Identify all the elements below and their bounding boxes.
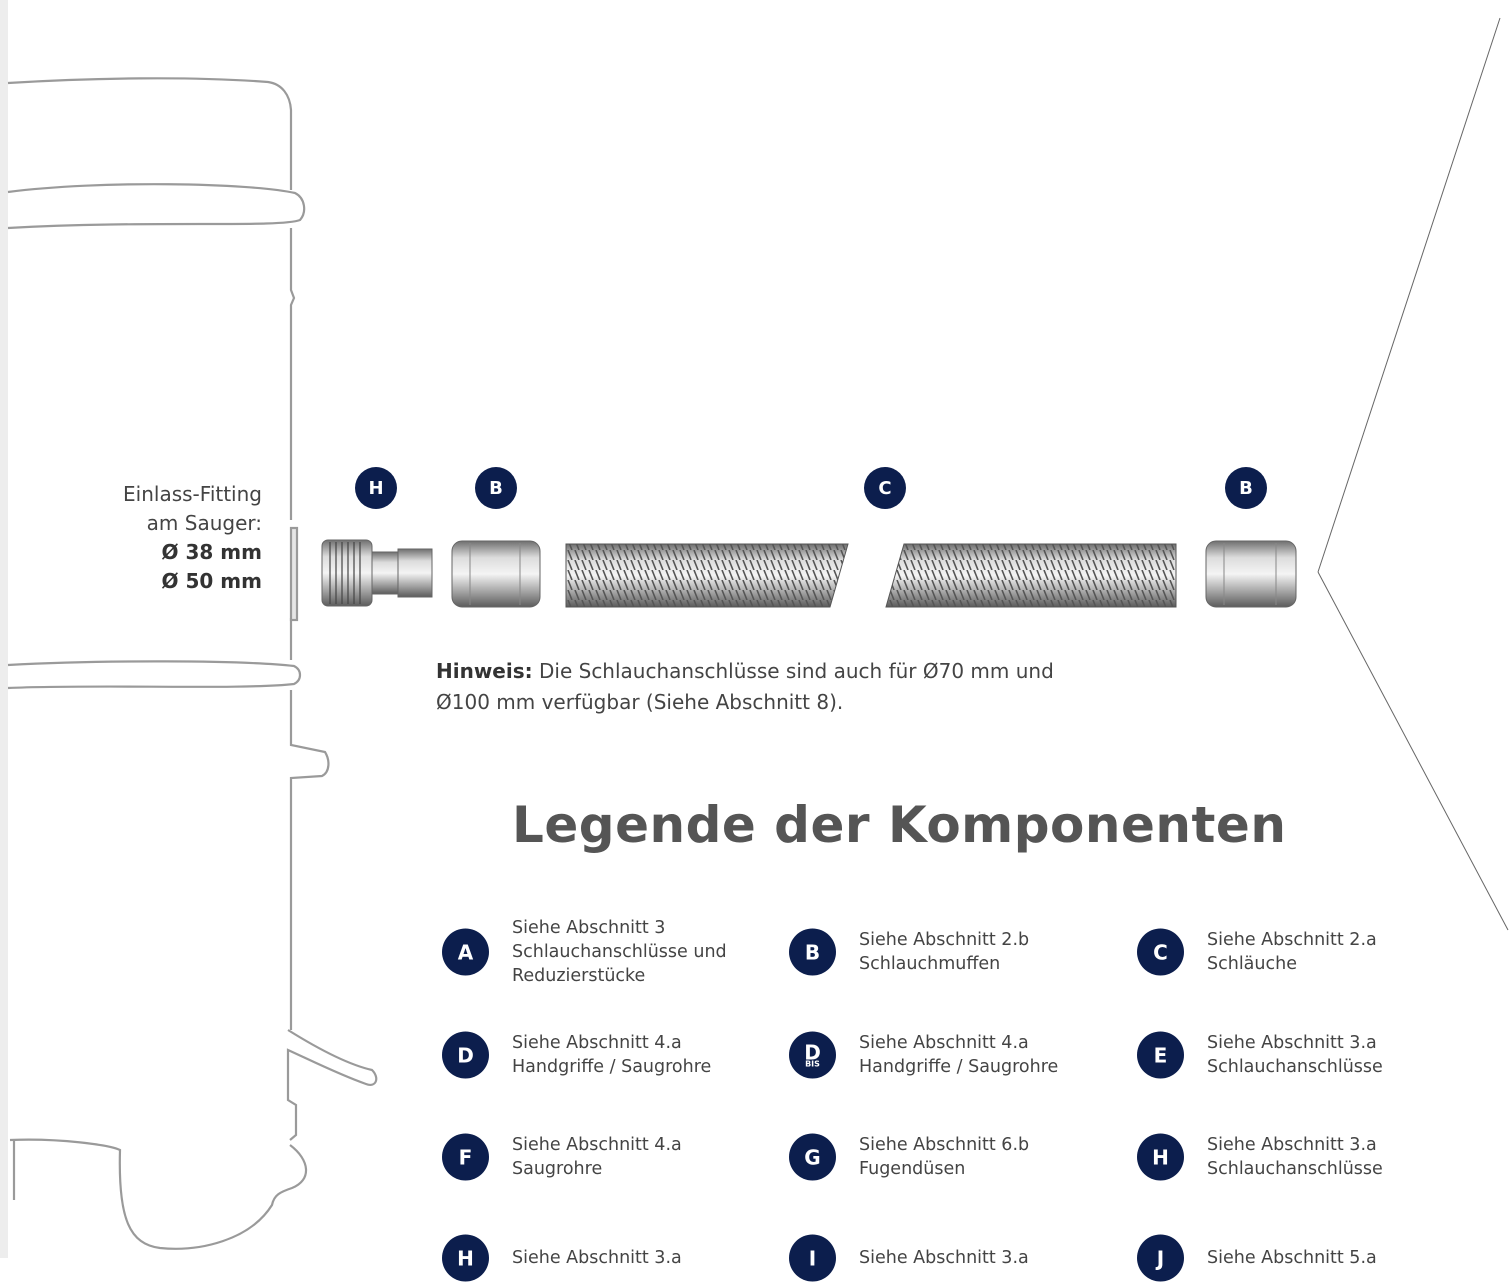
inlet-line1: Einlass-Fitting	[123, 482, 262, 506]
note-label: Hinweis:	[436, 659, 533, 683]
component-badge-c: C	[864, 467, 906, 509]
legend-text-line: Siehe Abschnitt 3.a	[859, 1248, 1029, 1268]
legend-badge-letter: D	[457, 1043, 474, 1067]
legend-badge-letter: D	[804, 1040, 821, 1064]
component-badge-h: H	[355, 467, 397, 509]
legend-item: A Siehe Abschnitt 3 Schlauchanschlüsse und…	[442, 918, 762, 986]
legend-text-line: Siehe Abschnitt 2.b	[859, 930, 1030, 950]
hose-cuff-h-image	[321, 539, 433, 607]
legend-badge: E	[1137, 1031, 1184, 1079]
legend-badge: B	[789, 928, 836, 976]
legend-text: Siehe Abschnitt 5.a	[1207, 1246, 1377, 1270]
legend-text-line: Handgriffe / Saugrohre	[512, 1057, 712, 1077]
legend-badge-letter: H	[1152, 1145, 1169, 1169]
legend-item: I Siehe Abschnitt 3.a	[789, 1228, 1109, 1288]
decorative-lines	[1317, 17, 1509, 931]
legend-badge: H	[1137, 1133, 1184, 1181]
legend-text-line: Schlauchanschlüsse	[1207, 1057, 1383, 1077]
hose-c-image	[565, 543, 1177, 608]
legend-badge-letter: G	[804, 1145, 821, 1169]
legend-badge-letter: B	[804, 940, 821, 964]
legend-badge: I	[789, 1234, 836, 1282]
inlet-diameter-38: Ø 38 mm	[161, 540, 262, 564]
illustration	[7, 17, 1509, 1250]
legend-text-line: Siehe Abschnitt 6.b	[859, 1135, 1030, 1155]
legend-badge: D	[442, 1031, 489, 1079]
legend-text: Siehe Abschnitt 3.a	[859, 1246, 1029, 1270]
legend-text-line: Siehe Abschnitt 3.a	[1207, 1135, 1377, 1155]
legend-badge: A	[442, 928, 489, 976]
legend-badge-sub: BIS	[805, 1059, 820, 1068]
inlet-line2: am Sauger:	[146, 511, 262, 535]
legend-badge-letter: E	[1153, 1043, 1168, 1067]
legend-text-line: Schläuche	[1207, 954, 1297, 974]
legend-title: Legende der Komponenten	[512, 796, 1287, 854]
legend-badge-letter: A	[457, 940, 474, 964]
vacuum-unit-outline	[7, 77, 378, 1250]
legend-text-line: Reduzierstücke	[512, 966, 646, 986]
legend-text-line: Schlauchmuffen	[859, 954, 1001, 974]
note-text: Die Schlauchanschlüsse sind auch für Ø70…	[436, 659, 1054, 714]
legend-badge-letter: I	[808, 1246, 817, 1270]
legend-text-line: Saugrohre	[512, 1159, 603, 1179]
legend-badge: G	[789, 1133, 836, 1181]
legend-item: H Siehe Abschnitt 3.a	[442, 1228, 762, 1288]
legend-badge-letter: J	[1156, 1246, 1165, 1270]
inlet-fitting-label: Einlass-Fitting am Sauger: Ø 38 mm Ø 50 …	[123, 480, 262, 596]
legend-badge-letter: H	[457, 1246, 474, 1270]
legend-text-line: Siehe Abschnitt 4.a	[512, 1135, 682, 1155]
legend-item: J Siehe Abschnitt 5.a	[1137, 1228, 1457, 1288]
legend-text-line: Siehe Abschnitt 5.a	[1207, 1248, 1377, 1268]
legend-badge: F	[442, 1133, 489, 1181]
legend-text-line: Handgriffe / Saugrohre	[859, 1057, 1059, 1077]
legend-text-line: Schlauchanschlüsse und	[512, 942, 727, 962]
inlet-diameter-50: Ø 50 mm	[161, 569, 262, 593]
legend-text-line: Fugendüsen	[859, 1159, 966, 1179]
note: Hinweis: Die Schlauchanschlüsse sind auc…	[436, 656, 1076, 718]
legend-text-line: Schlauchanschlüsse	[1207, 1159, 1383, 1179]
legend-badge: H	[442, 1234, 489, 1282]
legend-text-line: Siehe Abschnitt 4.a	[512, 1033, 682, 1053]
page-edge	[0, 0, 8, 1258]
component-badge-b: B	[475, 467, 517, 509]
legend-badge: J	[1137, 1234, 1184, 1282]
hose-cuff-b-right-image	[1205, 540, 1297, 608]
hose-cuff-b-left-image	[451, 540, 541, 608]
legend-text-line: Siehe Abschnitt 3	[512, 918, 666, 938]
legend-text-line: Siehe Abschnitt 3.a	[512, 1248, 682, 1268]
legend-badge: C	[1137, 928, 1184, 976]
legend-text-line: Siehe Abschnitt 3.a	[1207, 1033, 1377, 1053]
component-badge-b-right: B	[1225, 467, 1267, 509]
legend-text: Siehe Abschnitt 3.a	[512, 1246, 682, 1270]
legend-text-line: Siehe Abschnitt 4.a	[859, 1033, 1029, 1053]
legend-badge-letter: C	[1153, 940, 1168, 964]
legend-text-line: Siehe Abschnitt 2.a	[1207, 930, 1377, 950]
legend-badge-letter: F	[458, 1145, 473, 1169]
